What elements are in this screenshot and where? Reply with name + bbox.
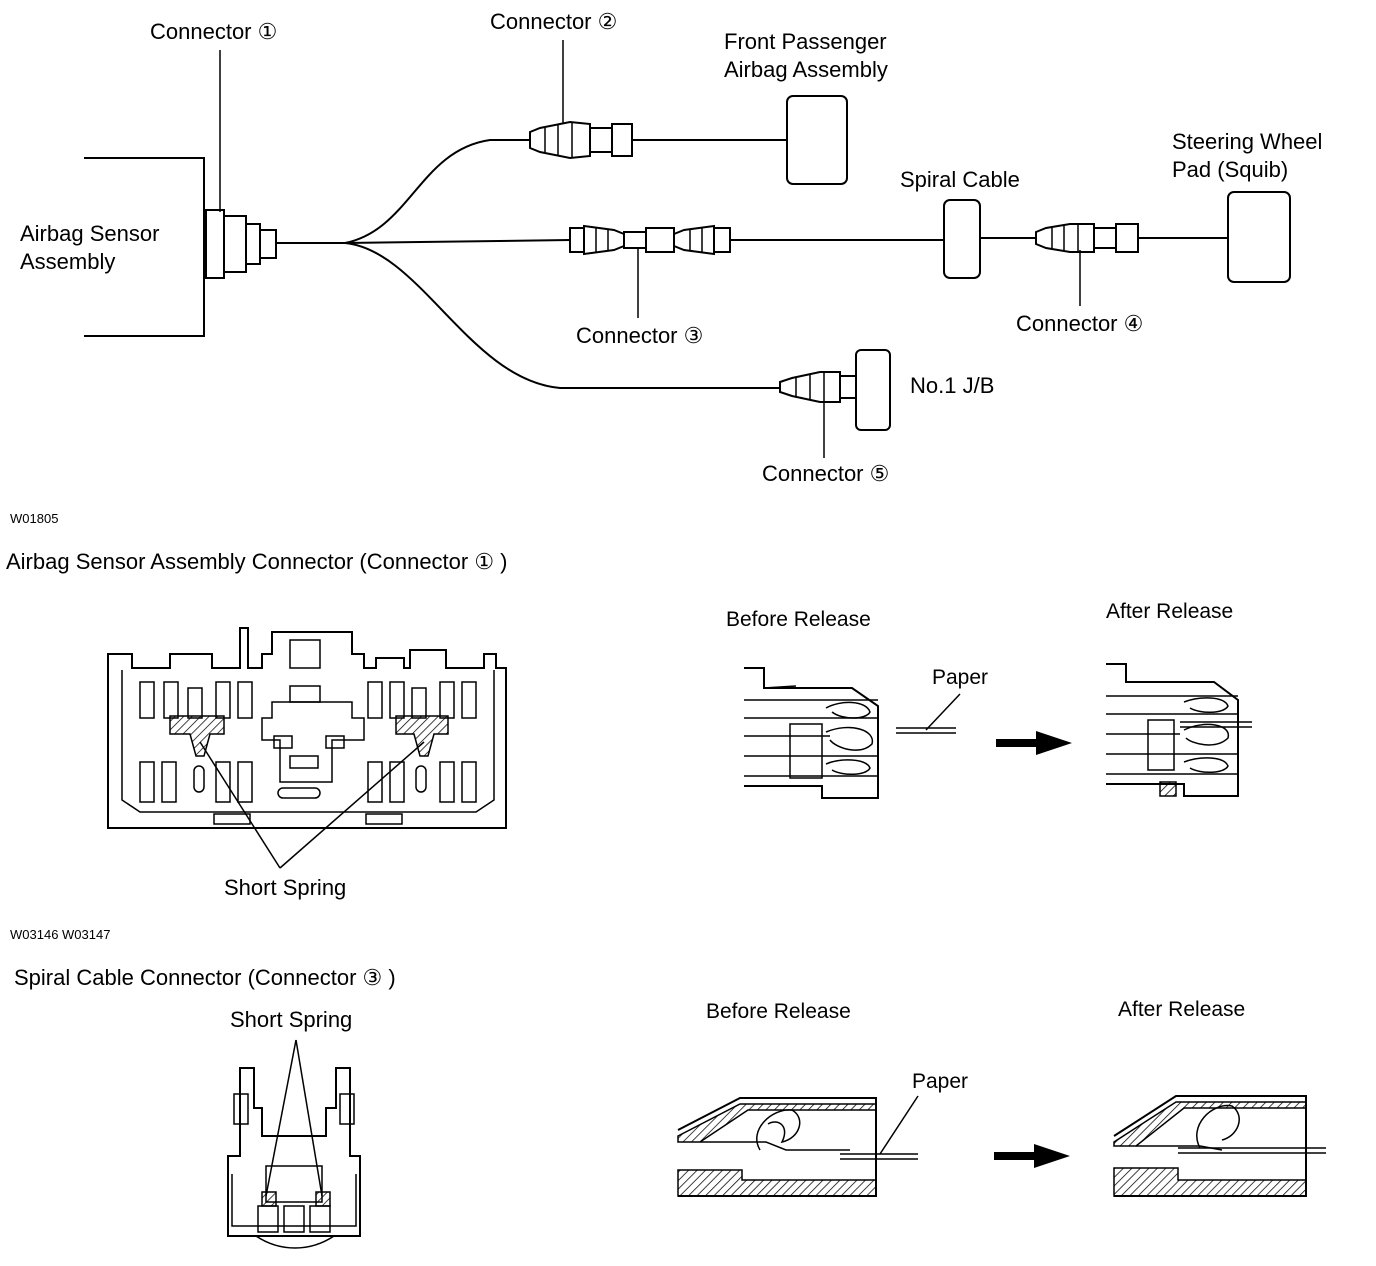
sensor-connector-face	[107, 627, 507, 869]
section-1-paper-label: Paper	[932, 666, 989, 689]
section-2-after-release: After Release	[1118, 998, 1246, 1021]
connector-5-label: Connector ⑤	[762, 461, 890, 486]
airbag-sensor-assembly	[84, 50, 277, 337]
spiral-after-release-graphic	[1113, 1095, 1326, 1197]
front-passenger-label-2: Airbag Assembly	[724, 57, 888, 82]
connector-2-label: Connector ②	[490, 9, 618, 34]
arrow-right-icon-2	[994, 1144, 1070, 1168]
airbag-sensor-label-2: Assembly	[20, 249, 116, 274]
wiring-harness	[276, 139, 780, 389]
connector-1-label: Connector ①	[150, 19, 278, 44]
steering-wheel-pad-box	[1227, 191, 1291, 283]
connector-3-label: Connector ③	[576, 323, 704, 348]
connector-3	[569, 224, 944, 318]
steering-wheel-label-2: Pad (Squib)	[1172, 157, 1289, 182]
spiral-connector-face	[227, 1039, 361, 1249]
spiral-cable-box	[943, 199, 981, 279]
front-passenger-airbag-box	[786, 95, 848, 185]
figure-code-top: W01805	[10, 511, 59, 526]
figure-code-middle: W03146 W03147	[10, 927, 111, 942]
airbag-sensor-label-1: Airbag Sensor	[20, 221, 160, 246]
steering-wheel-label-1: Steering Wheel	[1172, 129, 1323, 154]
spiral-before-release-graphic	[677, 1095, 919, 1197]
connector-4-label: Connector ④	[1016, 311, 1144, 336]
section-1-short-spring: Short Spring	[224, 875, 347, 900]
section-1-after-release: After Release	[1106, 600, 1234, 623]
section-1-before-release: Before Release	[726, 608, 871, 631]
jb-label: No.1 J/B	[910, 373, 995, 398]
section-2-before-release: Before Release	[706, 1000, 851, 1023]
section-2-short-spring: Short Spring	[230, 1007, 353, 1032]
front-passenger-label-1: Front Passenger	[724, 29, 887, 54]
connector-2	[529, 40, 787, 160]
section-1-title: Airbag Sensor Assembly Connector (Connec…	[6, 549, 508, 574]
sensor-before-release-graphic	[744, 667, 961, 799]
arrow-right-icon	[996, 731, 1072, 755]
spiral-cable-label: Spiral Cable	[900, 167, 1020, 192]
sensor-after-release-graphic	[1106, 663, 1252, 797]
section-2-title: Spiral Cable Connector (Connector ③ )	[14, 965, 396, 990]
connector-4	[1035, 223, 1228, 306]
connector-5	[779, 349, 891, 458]
section-2-paper-label: Paper	[912, 1070, 969, 1093]
